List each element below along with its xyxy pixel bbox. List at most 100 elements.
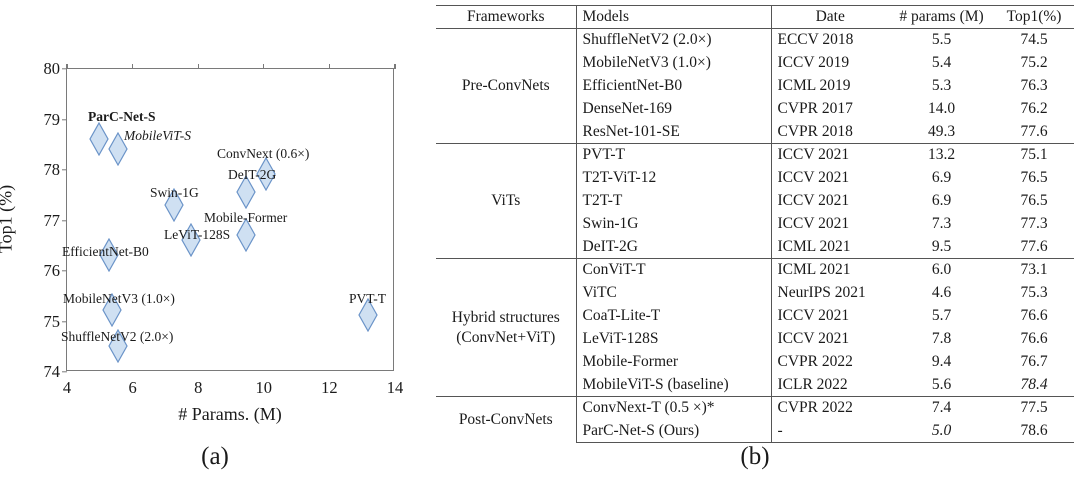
cell-date: ICCV 2021 [777, 330, 850, 347]
cell-date: ICCV 2021 [771, 143, 889, 167]
cell-date: ICML 2021 [777, 237, 851, 255]
y-tick-label: 75 [43, 311, 61, 331]
data-point-label: MobileNetV3 (1.0×) [63, 291, 175, 306]
data-point-label: ConvNext (0.6×) [217, 146, 310, 161]
y-tick-mark [62, 371, 67, 373]
cell-params: 5.4 [931, 54, 952, 71]
column-header: Top1(%) [994, 5, 1074, 29]
data-point-marker [235, 217, 257, 252]
cell-model: MobileNetV3 (1.0×) [576, 51, 772, 75]
data-point-label: MobileViT-S [124, 128, 191, 143]
cell-model: DeIT-2G [576, 235, 772, 259]
cell-top1: 76.5 [1020, 192, 1048, 209]
cell-date: ICML 2019 [777, 77, 851, 94]
data-point-label: ShuffleNetV2 (2.0×) [61, 329, 174, 344]
y-tick-label: 74 [43, 362, 61, 381]
x-tick-label: 4 [62, 378, 72, 397]
cell-model: CoaT-Lite-T [576, 304, 772, 328]
x-tick-label: 10 [255, 378, 273, 397]
data-point-marker [163, 188, 185, 223]
cell-params: 5.0 [889, 419, 994, 443]
data-point-marker [101, 293, 123, 328]
cell-params: 6.0 [889, 258, 994, 282]
data-point-marker [357, 298, 379, 333]
cell-top1: 76.2 [1020, 100, 1048, 117]
x-tick-mark [263, 64, 265, 69]
cell-params: 6.9 [931, 169, 952, 186]
cell-top1: 77.3 [1020, 215, 1048, 232]
y-tick-mark [62, 320, 67, 323]
data-point-label: Mobile-Former [204, 210, 288, 225]
panel-b-caption: (b) [740, 443, 770, 470]
cell-date: NeurIPS 2021 [777, 284, 866, 301]
cell-model: ResNet-101-SE [576, 120, 772, 144]
cell-date: ICLR 2022 [777, 375, 848, 393]
cell-top1: 76.3 [1020, 77, 1048, 94]
cell-top1: 78.4 [1020, 375, 1048, 393]
table-row: ResNet-101-SE CVPR 2018 49.3 77.6 [436, 120, 1074, 144]
panel-a-caption: (a) [201, 443, 229, 470]
cell-model: T2T-T [576, 189, 772, 213]
cell-date: ICCV 2019 [777, 54, 850, 71]
cell-date: ICCV 2021 [777, 192, 850, 209]
group-label-line1: Hybrid structures [451, 309, 560, 327]
y-tick-mark [62, 169, 67, 171]
cell-model: ViTC [576, 281, 772, 305]
cell-params: 7.4 [889, 396, 994, 420]
x-tick-label: 6 [128, 378, 137, 397]
data-point-marker [98, 237, 120, 272]
cell-date: ICCV 2021 [777, 169, 850, 186]
y-tick-label: 76 [43, 261, 61, 280]
cell-params: 7.8 [931, 330, 952, 347]
x-tick-label: 12 [321, 378, 338, 397]
data-point-label: EfficientNet-B0 [62, 244, 149, 259]
cell-top1: 76.7 [1020, 353, 1048, 370]
x-tick-mark [66, 64, 68, 69]
x-axis-label: # Params. (M) [178, 404, 282, 424]
cell-date: CVPR 2018 [777, 122, 853, 140]
data-point-marker [107, 131, 129, 166]
cell-date: CVPR 2022 [777, 353, 853, 370]
cell-params: 4.6 [931, 284, 952, 301]
data-point-label: LeViT-128S [164, 227, 231, 242]
x-tick-label: 14 [386, 378, 404, 397]
y-tick-mark [62, 219, 67, 222]
cell-model: T2T-ViT-12 [576, 166, 772, 190]
table-row: ViTC NeurIPS 2021 4.6 75.3 [436, 281, 1074, 305]
x-tick-mark [328, 64, 331, 69]
cell-top1: 77.6 [1020, 237, 1048, 255]
cell-params: 9.4 [931, 353, 952, 370]
cell-model: EfficientNet-B0 [576, 74, 772, 98]
cell-model: DenseNet-169 [576, 97, 772, 121]
cell-top1: 75.3 [1020, 284, 1048, 301]
data-point-label: DeIT-2G [228, 167, 277, 182]
x-tick-label: 8 [194, 378, 203, 397]
cell-params: 9.5 [931, 237, 952, 255]
y-tick-label: 78 [43, 160, 61, 179]
cell-model: MobileViT-S (baseline) [576, 373, 772, 397]
data-point-marker [88, 121, 110, 156]
cell-params: 5.6 [931, 375, 952, 393]
cell-top1: 77.6 [1020, 122, 1048, 140]
cell-date: CVPR 2017 [777, 100, 853, 117]
cell-date: ECCV 2018 [771, 28, 889, 52]
cell-params: 14.0 [927, 100, 956, 117]
cell-params: 7.3 [931, 215, 952, 232]
cell-date: ICCV 2021 [777, 215, 850, 232]
cell-params: 49.3 [927, 122, 956, 140]
x-tick-mark [131, 64, 134, 69]
cell-model: ConvNext-T (0.5 ×)* [576, 396, 772, 420]
framework-group-label: ViTs [436, 143, 577, 259]
cell-model: ShuffleNetV2 (2.0×) [576, 28, 772, 52]
